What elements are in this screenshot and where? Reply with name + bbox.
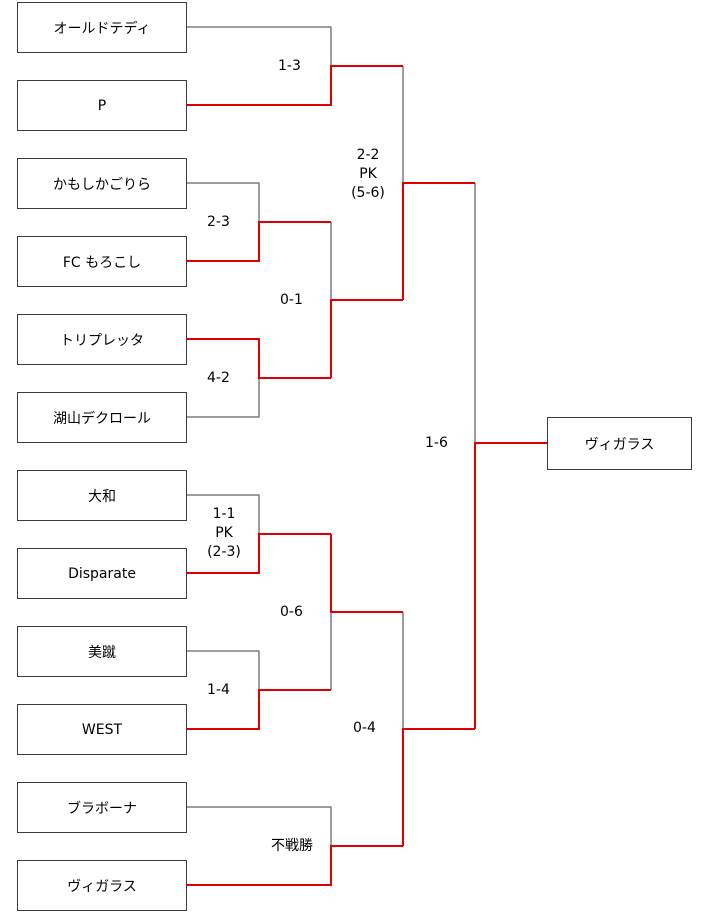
team-name: 大和 [88, 488, 116, 505]
team-box-3: かもしかごりら [17, 158, 187, 209]
team-name: FC もろこし [62, 254, 142, 271]
team-box-2: P [17, 80, 187, 131]
champion-name: ヴィガラス [584, 436, 655, 453]
win-r2m1 [330, 299, 403, 378]
line-r1m3-bottom [187, 378, 260, 418]
score-sf-top: 2-2 PK (5-6) [344, 146, 392, 203]
score-r1-m4: 1-1 PK (2-3) [203, 505, 245, 562]
score-sf-top-result: 2-2 [356, 147, 380, 163]
bracket-lines-red [187, 65, 547, 886]
win-r1m5 [187, 689, 331, 730]
score-sf-top-pk-result: (5-6) [351, 185, 385, 201]
team-name: 湖山デクロール [53, 410, 151, 427]
team-box-12: ヴィガラス [17, 860, 187, 911]
team-name: P [97, 97, 107, 114]
team-name: Disparate [68, 565, 136, 582]
team-box-7: 大和 [17, 470, 187, 521]
team-box-5: トリプレッタ [17, 314, 187, 365]
score-sf-bottom: 0-4 [353, 720, 376, 736]
score-r2-m2: 0-6 [280, 604, 303, 620]
team-name: WEST [81, 721, 123, 738]
score-r1-m4-pk-result: (2-3) [207, 544, 241, 560]
win-r1m4 [187, 533, 331, 574]
score-final: 1-6 [425, 435, 448, 451]
score-r2-m1: 0-1 [280, 292, 303, 308]
team-box-4: FC もろこし [17, 236, 187, 287]
champion-box: ヴィガラス [547, 417, 692, 470]
team-name: かもしかごりら [53, 176, 151, 193]
line-r1m1-top [187, 26, 332, 66]
team-box-6: 湖山デクロール [17, 392, 187, 443]
win-final [474, 442, 547, 729]
score-r1-m5: 1-4 [207, 682, 230, 698]
win-r1m3 [187, 338, 331, 379]
line-r1m6-top [187, 806, 332, 846]
win-sf-top [402, 182, 475, 300]
team-name: トリプレッタ [60, 332, 144, 349]
win-sf-bottom [402, 728, 475, 846]
line-r1m4-top [187, 494, 260, 534]
win-r1m1 [187, 65, 403, 106]
bracket-lines-gray [187, 26, 476, 846]
team-box-8: Disparate [17, 548, 187, 599]
score-r1-m1: 1-3 [278, 58, 301, 74]
score-r1-m2: 2-3 [207, 214, 230, 230]
team-box-11: ブラボーナ [17, 782, 187, 833]
team-box-9: 美蹴 [17, 626, 187, 677]
team-name: ブラボーナ [67, 800, 137, 817]
team-box-10: WEST [17, 704, 187, 755]
win-r1m6 [187, 845, 403, 886]
score-r1-m6: 不戦勝 [271, 838, 313, 854]
team-name: 美蹴 [88, 644, 116, 661]
score-r1-m3: 4-2 [207, 370, 230, 386]
win-r1m2 [187, 221, 331, 262]
score-sf-top-pk-label: PK [359, 166, 377, 182]
team-box-1: オールドテディ [17, 2, 187, 53]
score-r1-m4-result: 1-1 [212, 506, 236, 522]
line-r1m5-top [187, 650, 260, 690]
win-r2m2 [330, 534, 403, 613]
team-name: オールドテディ [53, 20, 151, 37]
line-r1m2-top [187, 182, 260, 222]
team-name: ヴィガラス [67, 878, 137, 895]
score-r1-m4-pk-label: PK [215, 525, 233, 541]
